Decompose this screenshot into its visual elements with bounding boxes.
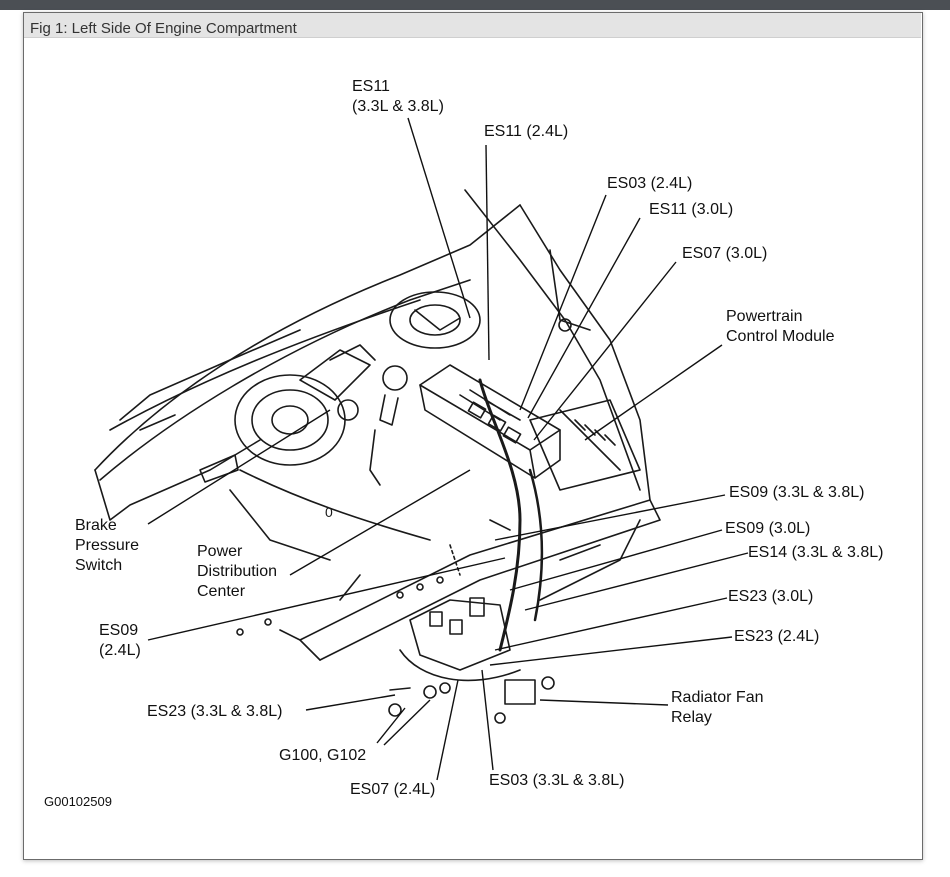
radiator-fan-relay-shape bbox=[504, 679, 536, 705]
top-bar bbox=[0, 0, 950, 10]
pcm-box bbox=[529, 399, 641, 491]
hood-edge bbox=[99, 279, 471, 481]
label-es11-3-3l-3-8l: ES11(3.3L & 3.8L) bbox=[352, 78, 444, 115]
strut-mount bbox=[389, 291, 481, 349]
label-es14-3-3l-3-8l: ES14 (3.3L & 3.8L) bbox=[748, 544, 884, 561]
label-es07-3-0l: ES07 (3.0L) bbox=[682, 245, 768, 262]
label-es09-3-3l-3-8l: ES09 (3.3L & 3.8L) bbox=[729, 484, 865, 501]
master-cylinder bbox=[299, 349, 371, 401]
label-es09-2-4l: ES09(2.4L) bbox=[99, 622, 141, 659]
svg-text:0: 0 bbox=[325, 504, 333, 520]
wire-harness bbox=[478, 378, 522, 652]
label-es23-2-4l: ES23 (2.4L) bbox=[734, 628, 820, 645]
label-es03-2-4l: ES03 (2.4L) bbox=[607, 175, 693, 192]
label-es09-3-0l: ES09 (3.0L) bbox=[725, 520, 811, 537]
caption-bar bbox=[24, 13, 921, 38]
label-es23-3-0l: ES23 (3.0L) bbox=[728, 588, 814, 605]
figure-frame bbox=[23, 12, 923, 860]
label-es03-3-3l-3-8l: ES03 (3.3L & 3.8L) bbox=[489, 772, 625, 789]
figure-caption: Fig 1: Left Side Of Engine Compartment bbox=[30, 20, 297, 37]
label-g100-g102: G100, G102 bbox=[279, 747, 367, 764]
label-es11-3-0l: ES11 (3.0L) bbox=[649, 201, 734, 218]
frame-rail bbox=[299, 499, 661, 661]
label-es07-2-4l: ES07 (2.4L) bbox=[350, 781, 436, 798]
label-es11-2-4l: ES11 (2.4L) bbox=[484, 123, 569, 140]
figure-code: G00102509 bbox=[44, 794, 112, 809]
fender-line bbox=[109, 299, 421, 431]
hood-outline bbox=[94, 204, 521, 471]
label-es23-3-3l-3-8l: ES23 (3.3L & 3.8L) bbox=[147, 703, 283, 720]
